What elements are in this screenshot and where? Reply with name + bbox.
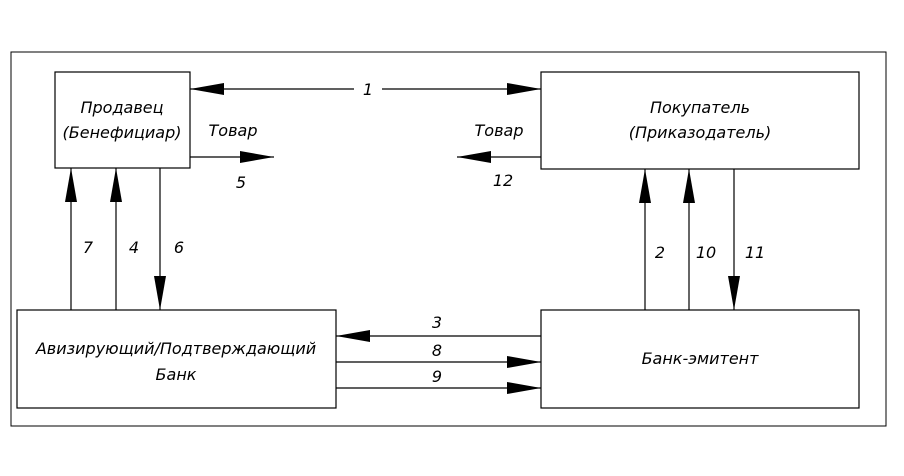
step-label-12: 12 (493, 171, 513, 190)
step-label-7: 7 (83, 238, 94, 257)
issuing-bank-title: Банк-эмитент (642, 349, 760, 368)
goods-label-right: Товар (475, 121, 524, 140)
step-label-3: 3 (432, 313, 442, 332)
advising-bank-title: Авизирующий/Подтверждающий (35, 339, 316, 358)
step-label-2: 2 (655, 243, 665, 262)
buyer-title: Покупатель (650, 98, 750, 117)
goods-label-left: Товар (209, 121, 258, 140)
buyer-box: Покупатель (Приказодатель) (540, 71, 860, 170)
seller-title: Продавец (80, 98, 163, 117)
advising-bank-box: Авизирующий/Подтверждающий Банк (16, 309, 337, 409)
arrow-1-head-left (190, 83, 224, 95)
step-label-4: 4 (129, 238, 139, 257)
outer-frame (10, 51, 887, 427)
advising-bank-subtitle: Банк (156, 365, 197, 384)
step-label-1: 1 (363, 80, 373, 99)
step-label-8: 8 (432, 341, 442, 360)
step-label-11: 11 (745, 243, 765, 262)
seller-subtitle: (Бенефициар) (63, 123, 182, 142)
step-label-6: 6 (174, 238, 184, 257)
step-label-5: 5 (236, 173, 246, 192)
seller-box: Продавец (Бенефициар) (54, 71, 191, 169)
buyer-subtitle: (Приказодатель) (629, 123, 772, 142)
step-label-10: 10 (696, 243, 716, 262)
step-label-9: 9 (432, 367, 442, 386)
issuing-bank-box: Банк-эмитент (540, 309, 860, 409)
